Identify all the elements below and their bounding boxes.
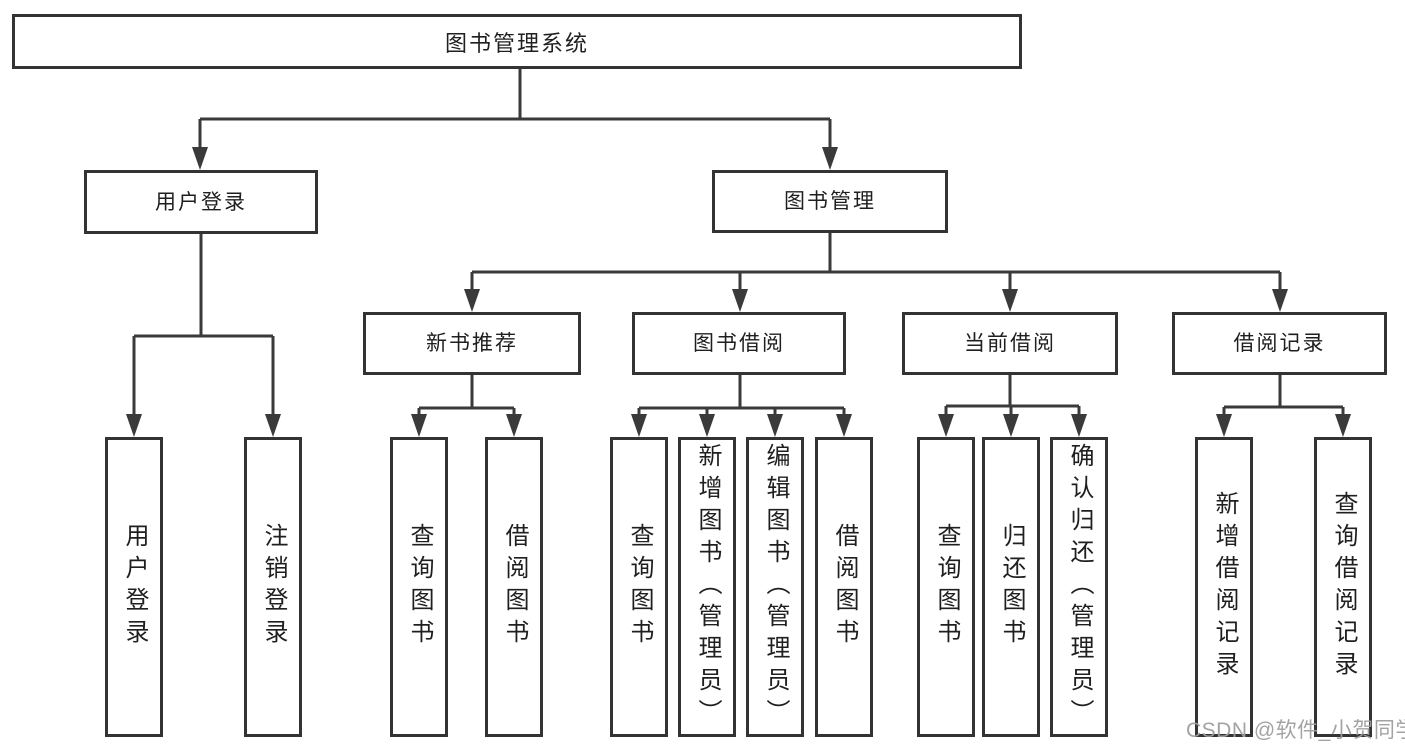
arrow-down-icon — [732, 289, 748, 312]
leaf-edit-book-admin: 编辑图书（管理员） — [746, 437, 804, 737]
arrow-down-icon — [464, 289, 480, 312]
leaf-return-book: 归还图书 — [982, 437, 1040, 737]
arrow-down-icon — [938, 414, 954, 437]
leaf-user-login: 用户登录 — [105, 437, 163, 737]
arrow-down-icon — [631, 414, 647, 437]
arrow-down-icon — [836, 414, 852, 437]
leaf-add-borrow-record: 新增借阅记录 — [1195, 437, 1253, 737]
node-current-borrow: 当前借阅 — [902, 312, 1118, 375]
leaf-borrow-books-recommend: 借阅图书 — [485, 437, 543, 737]
node-book-management: 图书管理 — [712, 170, 948, 233]
arrow-down-icon — [767, 414, 783, 437]
arrow-down-icon — [1002, 289, 1018, 312]
node-borrow-records: 借阅记录 — [1172, 312, 1387, 375]
arrow-down-icon — [506, 414, 522, 437]
leaf-query-borrow-record: 查询借阅记录 — [1314, 437, 1372, 737]
leaf-query-books-current: 查询图书 — [917, 437, 975, 737]
leaf-logout: 注销登录 — [244, 437, 302, 737]
arrow-down-icon — [1216, 414, 1232, 437]
arrow-down-icon — [822, 147, 838, 170]
node-root-system: 图书管理系统 — [12, 14, 1022, 69]
arrow-down-icon — [1335, 414, 1351, 437]
node-new-book-recommend: 新书推荐 — [363, 312, 581, 375]
watermark-text: CSDN @软件_小贺同学 — [1186, 719, 1405, 742]
arrow-down-icon — [699, 414, 715, 437]
node-user-login: 用户登录 — [84, 170, 318, 234]
arrow-down-icon — [126, 414, 142, 437]
arrow-down-icon — [1003, 414, 1019, 437]
leaf-borrow-books: 借阅图书 — [815, 437, 873, 737]
leaf-confirm-return-admin: 确认归还（管理员） — [1050, 437, 1108, 737]
node-book-borrow: 图书借阅 — [632, 312, 846, 375]
arrow-down-icon — [1272, 289, 1288, 312]
leaf-query-books-borrow: 查询图书 — [610, 437, 668, 737]
arrow-down-icon — [1071, 414, 1087, 437]
leaf-add-book-admin: 新增图书（管理员） — [678, 437, 736, 737]
arrow-down-icon — [265, 414, 281, 437]
arrow-down-icon — [411, 414, 427, 437]
arrow-down-icon — [192, 147, 208, 170]
leaf-query-books-recommend: 查询图书 — [390, 437, 448, 737]
